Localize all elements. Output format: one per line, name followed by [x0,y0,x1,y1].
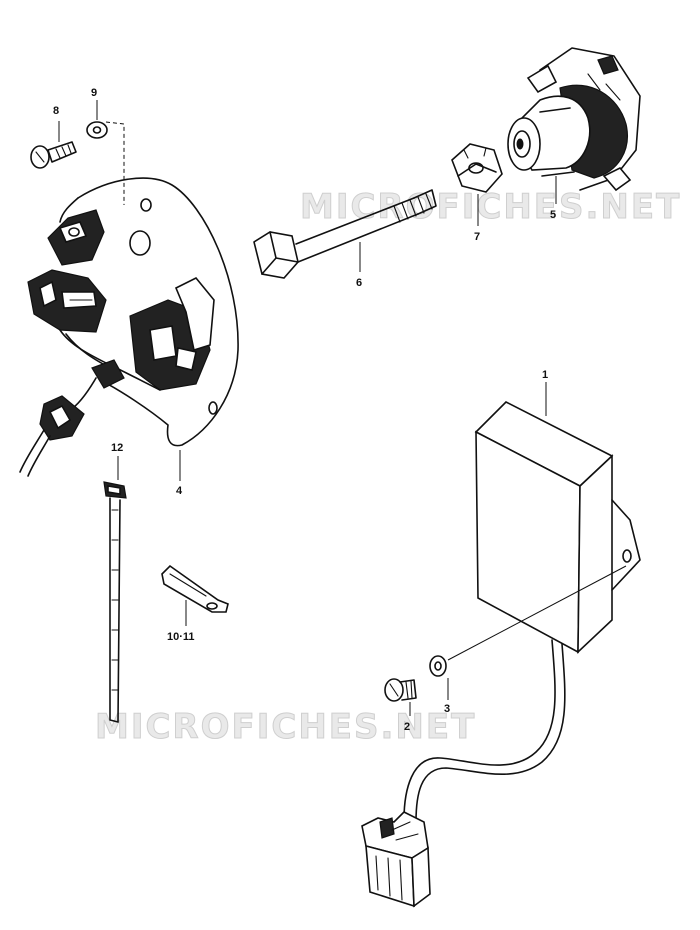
part-1-connector [361,811,431,908]
part-7-nut [451,143,503,193]
callout-10-11: 10·11 [167,631,195,643]
part-2-screw [384,678,417,702]
part-12-cable-tie [103,481,127,723]
callout-2: 2 [404,721,410,733]
callout-8: 8 [53,105,59,117]
callout-6: 6 [356,277,362,289]
callout-9: 9 [91,87,97,99]
part-3-washer [429,655,447,677]
part-4-pickup-coil-plate [19,177,239,477]
callout-1: 1 [542,369,548,381]
part-6-bolt [253,189,437,279]
watermark-bottom: MICROFICHES.NET [95,707,476,747]
part-9-washer [86,121,108,139]
callout-4: 4 [176,485,183,497]
watermark-top: MICROFICHES.NET [300,187,681,227]
callout-7: 7 [474,231,480,243]
callout-3: 3 [444,703,450,715]
part-1-ignitor [403,401,641,823]
part-8-screw [30,141,77,169]
callout-5: 5 [550,209,556,221]
part-10-11-clamp [161,564,229,613]
part-5-rotor [507,47,641,192]
callout-12: 12 [111,442,123,454]
